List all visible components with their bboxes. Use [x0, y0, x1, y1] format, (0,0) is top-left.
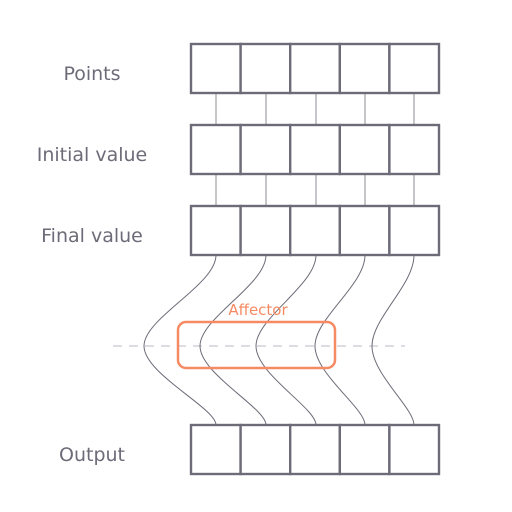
wave-curves [143, 254, 415, 426]
row-points-cells [189, 42, 441, 95]
initial-value-cell [338, 123, 391, 176]
output-cell [289, 423, 342, 476]
points-cell [239, 42, 292, 95]
final-value-cell [338, 204, 391, 257]
affector-label: Affector [228, 301, 288, 319]
connectors-points-to-initial [215, 93, 415, 125]
row-label-output: Output [59, 444, 125, 466]
final-value-cell [388, 204, 441, 257]
output-cell [388, 423, 441, 476]
row-label-points: Points [63, 63, 120, 85]
wave-curve-3 [255, 254, 317, 426]
points-cell [289, 42, 342, 95]
points-cell [388, 42, 441, 95]
row-label-final-value: Final value [41, 225, 143, 247]
row-initial-value-cells [189, 123, 441, 176]
initial-value-cell [388, 123, 441, 176]
initial-value-cell [189, 123, 242, 176]
row-label-initial-value: Initial value [37, 144, 148, 166]
affector-box [176, 320, 337, 370]
wave-curve-2 [199, 254, 267, 426]
final-value-cell [189, 204, 242, 257]
wave-curve-1 [143, 254, 217, 426]
connectors-initial-to-final [215, 174, 415, 206]
output-cell [239, 423, 292, 476]
final-value-cell [239, 204, 292, 257]
wave-curve-5 [371, 254, 415, 426]
initial-value-cell [289, 123, 342, 176]
output-cell [189, 423, 242, 476]
points-cell [338, 42, 391, 95]
row-output-cells [189, 423, 441, 476]
output-cell [338, 423, 391, 476]
initial-value-cell [239, 123, 292, 176]
final-value-cell [289, 204, 342, 257]
wave-curve-4 [314, 254, 366, 426]
row-final-value-cells [189, 204, 441, 257]
points-cell [189, 42, 242, 95]
